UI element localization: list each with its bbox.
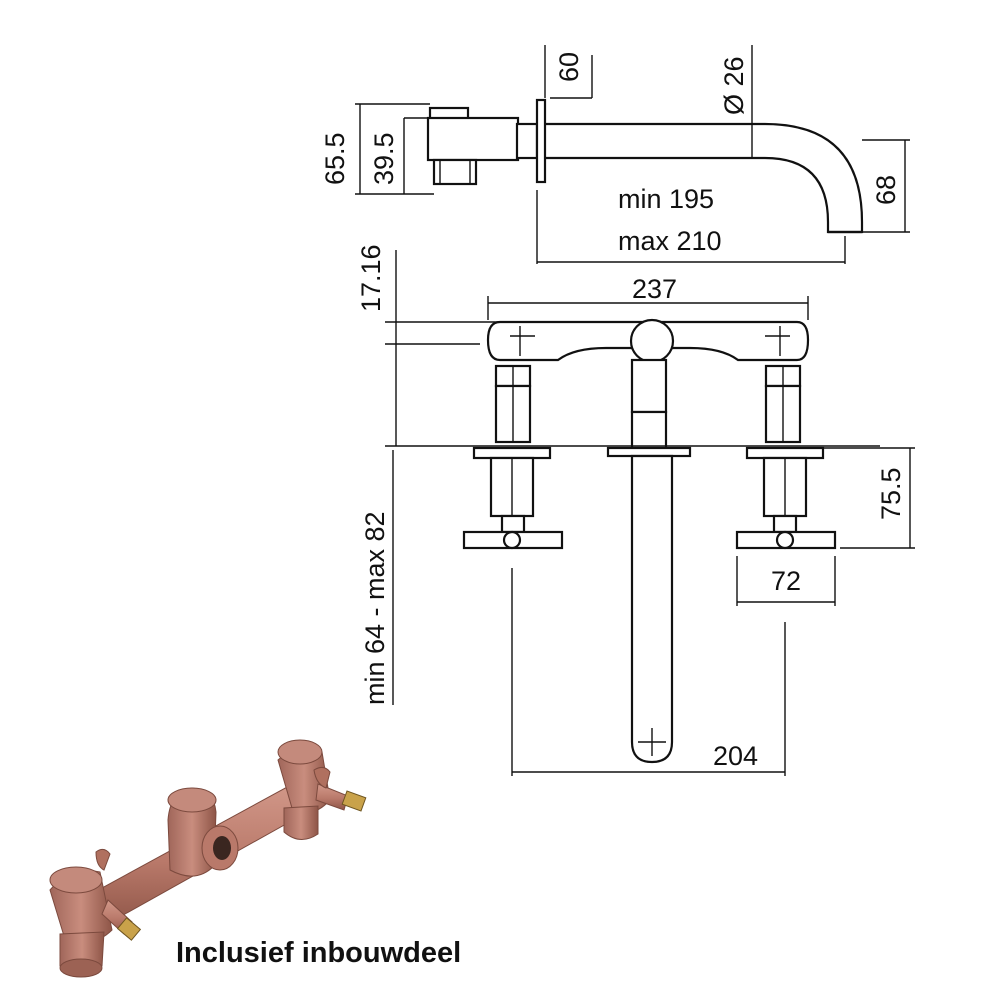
- side-spout: [545, 122, 864, 234]
- front-center-column: [630, 358, 668, 414]
- dim-68: 68: [871, 175, 901, 205]
- side-view: 60 Ø 26 65.5 39.5 68 min 195 max 210: [320, 45, 910, 264]
- dim-204: 204: [713, 741, 758, 771]
- built-in-part-image: [49, 739, 367, 978]
- front-left-flange: [472, 446, 552, 460]
- caption-included-built-in-part: Inclusief inbouwdeel: [176, 937, 461, 969]
- dim-min-195: min 195: [618, 184, 714, 214]
- front-center-sleeve: [630, 410, 668, 450]
- front-right-handle-hub: [775, 530, 795, 550]
- front-left-handle-hub: [502, 530, 522, 550]
- side-valve-nut: [432, 158, 478, 186]
- side-sleeve: [515, 122, 539, 160]
- front-spout: [630, 454, 674, 764]
- dim-max-210: max 210: [618, 226, 722, 256]
- dim-65-5: 65.5: [320, 132, 350, 185]
- dim-39-5: 39.5: [369, 132, 399, 185]
- front-left-valve-stem: [500, 514, 526, 534]
- side-rosette: [535, 98, 547, 184]
- front-view: 237 17.16: [356, 244, 915, 776]
- dim-diameter-26: Ø 26: [719, 56, 749, 115]
- dim-75-5: 75.5: [876, 467, 906, 520]
- dim-237: 237: [632, 274, 677, 304]
- front-right-flange: [745, 446, 825, 460]
- dim-min-64-max-82: min 64 - max 82: [360, 511, 390, 705]
- dim-72: 72: [771, 566, 801, 596]
- side-valve-body: [426, 116, 520, 162]
- dim-60: 60: [554, 52, 584, 82]
- dim-17-16: 17.16: [356, 244, 386, 312]
- front-right-valve-stem: [772, 514, 798, 534]
- front-center-flange: [606, 446, 692, 458]
- front-bridge-knob: [629, 318, 675, 364]
